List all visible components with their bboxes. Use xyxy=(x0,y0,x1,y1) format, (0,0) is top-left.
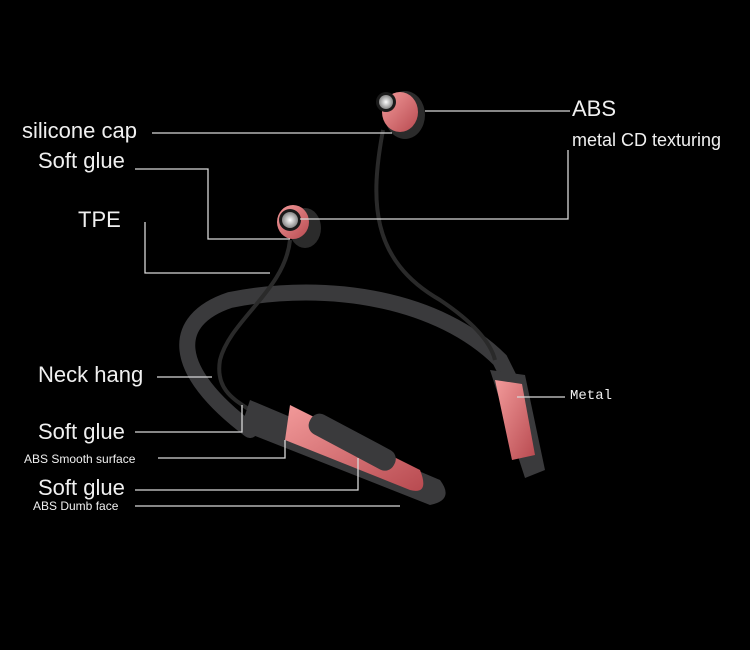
label-metal: Metal xyxy=(570,388,613,404)
label-neck-hang: Neck hang xyxy=(38,362,144,387)
label-soft-glue-bottom: Soft glue xyxy=(38,475,125,500)
cable-left xyxy=(217,239,292,412)
earbud-bottom xyxy=(277,205,321,248)
label-metal-cd-texturing: metal CD texturing xyxy=(572,130,722,150)
label-silicone-cap: silicone cap xyxy=(22,118,137,143)
neckband xyxy=(179,284,528,438)
label-abs-smooth-surface: ABS Smooth surface xyxy=(24,452,136,466)
volume-buttons xyxy=(308,413,396,471)
leader-lines xyxy=(135,110,570,507)
label-tpe: TPE xyxy=(78,207,121,232)
right-module xyxy=(490,370,545,478)
cable-right xyxy=(374,129,497,361)
label-abs-top: ABS xyxy=(572,96,617,121)
label-soft-glue-mid: Soft glue xyxy=(38,419,125,444)
label-abs-dumb-face: ABS Dumb face xyxy=(33,499,119,513)
label-soft-glue-top: Soft glue xyxy=(38,148,125,173)
earbud-top xyxy=(376,91,425,139)
left-control-module xyxy=(240,400,446,505)
